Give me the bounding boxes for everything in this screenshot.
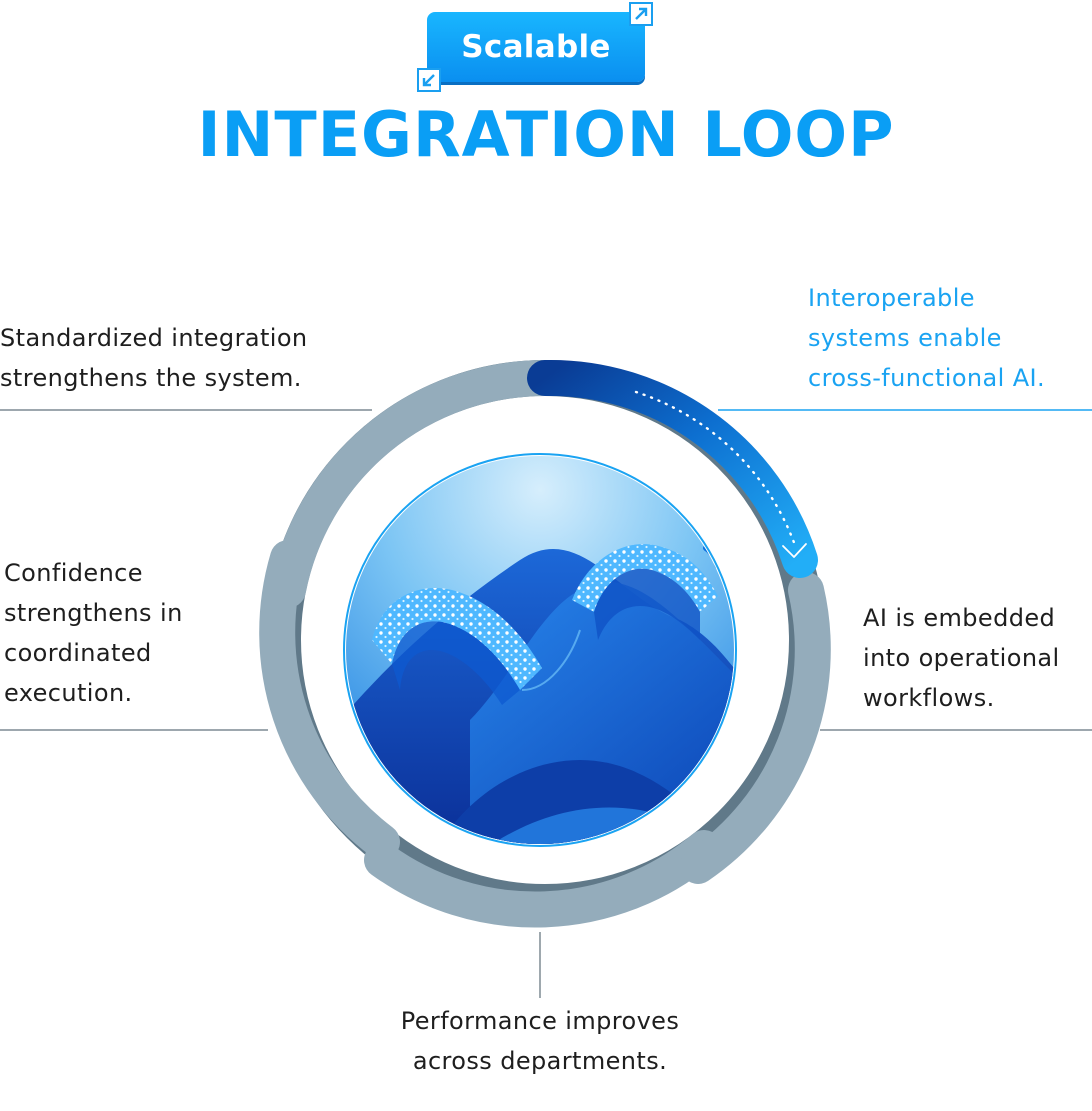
- step-top-left-line: strengthens the system.: [0, 364, 302, 392]
- loop-segment-bottom: [364, 830, 722, 928]
- step-right-line: into operational: [863, 644, 1060, 672]
- step-top-right-line: cross-functional AI.: [808, 364, 1046, 392]
- step-left-line: Confidence: [4, 559, 143, 587]
- scalable-badge: Scalable: [415, 0, 657, 96]
- step-bottom: Performance improves across departments.: [340, 1001, 740, 1081]
- diagram-title: INTEGRATION LOOP: [197, 98, 895, 171]
- loop-segment-right: [680, 572, 831, 884]
- step-right: AI is embedded into operational workflow…: [863, 598, 1060, 718]
- step-top-right-line: systems enable: [808, 324, 1002, 352]
- step-left-line: coordinated: [4, 639, 152, 667]
- expand-arrow-down-left-icon: [417, 68, 441, 92]
- step-bottom-line: Performance improves: [400, 1007, 680, 1035]
- step-left-line: strengthens in: [4, 599, 183, 627]
- loop-segment-active: [527, 359, 818, 578]
- badge-label: Scalable: [427, 12, 645, 82]
- ribbon-illustration: [346, 456, 734, 844]
- step-top-right-line: Interoperable: [808, 284, 975, 312]
- step-bottom-line: across departments.: [412, 1047, 668, 1075]
- loop-segment-top-left: [270, 360, 563, 608]
- loop-segment-left: [259, 540, 400, 860]
- step-left: Confidence strengthens in coordinated ex…: [4, 553, 183, 713]
- step-right-line: AI is embedded: [863, 604, 1056, 632]
- expand-arrow-up-right-icon: [629, 2, 653, 26]
- step-top-left: Standardized integration strengthens the…: [0, 318, 308, 398]
- chevron-down-icon: [782, 543, 807, 558]
- step-top-right: Interoperable systems enable cross-funct…: [808, 278, 1045, 398]
- step-top-left-line: Standardized integration: [0, 324, 308, 352]
- active-arc-dotted-path: [634, 390, 798, 550]
- step-right-line: workflows.: [863, 684, 995, 712]
- step-left-line: execution.: [4, 679, 133, 707]
